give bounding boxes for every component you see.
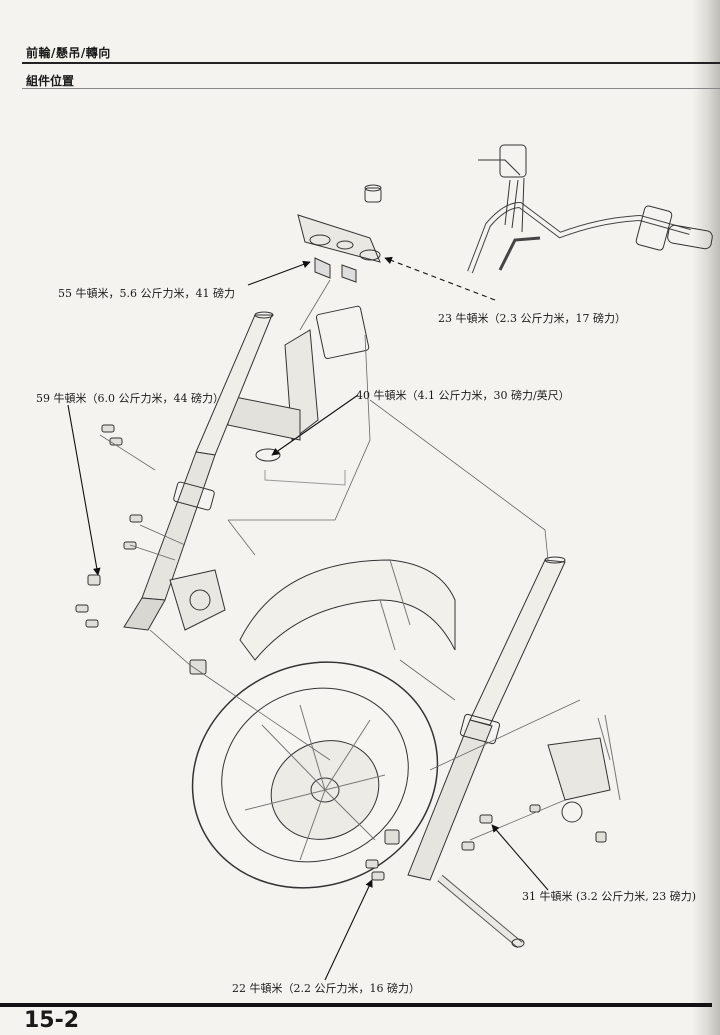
torque-callout-31: 31 牛頓米 (3.2 公斤力米, 23 磅力) — [522, 890, 697, 903]
left-fork — [124, 312, 273, 630]
header-divider — [22, 62, 720, 64]
right-brake-caliper — [548, 715, 620, 822]
bolts — [76, 425, 606, 880]
section-title: 組件位置 — [26, 74, 75, 88]
torque-callout-40: 40 牛頓米（4.1 公斤力米，30 磅力/英尺） — [356, 389, 570, 402]
assembly-guide-lines — [100, 280, 580, 840]
front-fender — [240, 560, 455, 660]
torque-callout-59: 59 牛頓米（6.0 公斤力米，44 磅力） — [36, 392, 224, 405]
page-number: 15-2 — [24, 1008, 80, 1033]
right-fork — [408, 557, 565, 880]
torque-callout-22: 22 牛頓米（2.2 公斤力米，16 磅力） — [232, 982, 420, 995]
torque-callout-55: 55 牛頓米，5.6 公斤力米，41 磅力 — [58, 287, 235, 300]
page-edge-shadow — [692, 0, 720, 1035]
callout-leaders — [68, 256, 548, 980]
chapter-title: 前輪/懸吊/轉向 — [26, 46, 111, 60]
top-bridge — [298, 185, 381, 282]
footer-divider — [0, 1003, 712, 1007]
left-brake-caliper — [170, 570, 225, 630]
steering-stem — [225, 306, 369, 485]
front-wheel — [155, 622, 475, 927]
front-axle — [440, 878, 524, 947]
section-divider — [22, 88, 720, 89]
torque-callout-23: 23 牛頓米（2.3 公斤力米，17 磅力） — [438, 312, 626, 325]
handlebar — [470, 145, 713, 272]
